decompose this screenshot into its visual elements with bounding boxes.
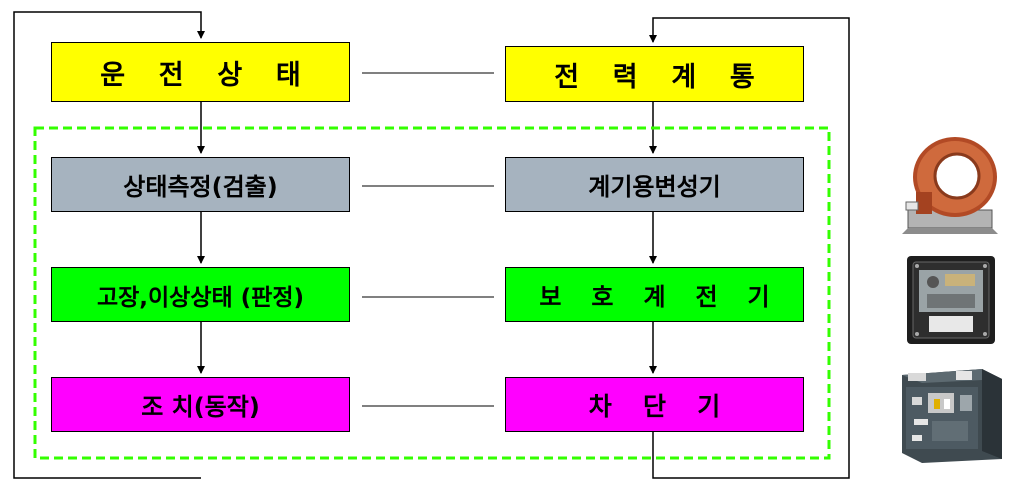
action-box: 조 치(동작) bbox=[51, 377, 350, 432]
protective-relay-box: 보 호 계 전 기 bbox=[505, 267, 804, 322]
protective-relay-icon bbox=[907, 256, 995, 344]
circuit-breaker-box: 차 단 기 bbox=[505, 377, 804, 432]
fault-judgment-box: 고장,이상상태 (판정) bbox=[51, 267, 350, 322]
right-loop-connector bbox=[649, 17, 850, 479]
current-transformer-icon bbox=[902, 137, 998, 234]
left-loop-connector bbox=[13, 11, 205, 479]
vacuum-circuit-breaker-icon bbox=[902, 369, 1002, 463]
operation-state-box: 운 전 상 태 bbox=[51, 42, 350, 102]
instrument-transformer-box: 계기용변성기 bbox=[505, 157, 804, 212]
power-system-box: 전 력 계 통 bbox=[505, 46, 804, 102]
protection-system-boundary bbox=[33, 126, 831, 460]
state-measurement-box: 상태측정(검출) bbox=[51, 157, 350, 212]
